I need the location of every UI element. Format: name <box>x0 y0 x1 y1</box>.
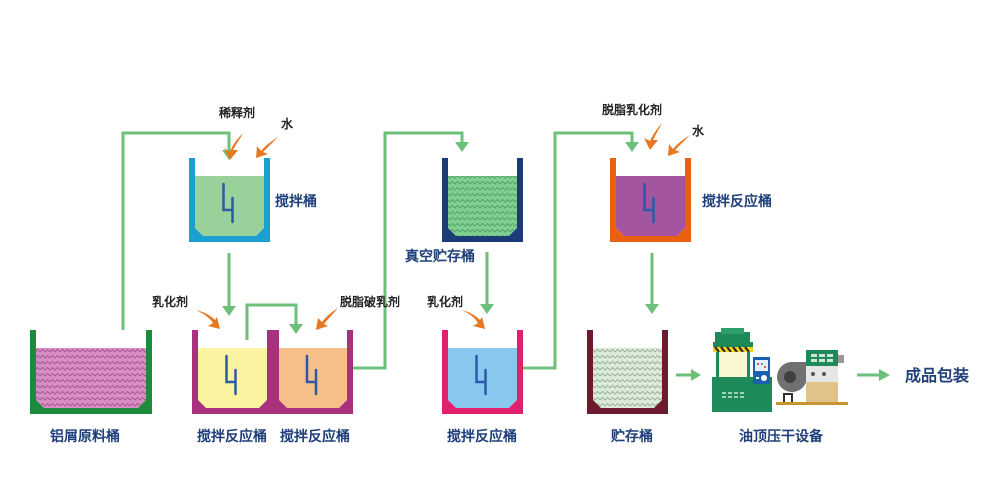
tank-raw <box>30 330 152 414</box>
tank-liquid <box>593 348 662 408</box>
additive-label-degrease-emulsifier: 脱脂乳化剂 <box>602 102 662 117</box>
tank-mix1 <box>189 158 270 242</box>
additive-arrows <box>196 123 690 330</box>
additive-label-water1: 水 <box>281 116 294 131</box>
tank-react3 <box>442 330 523 414</box>
arrowhead <box>879 369 890 381</box>
tank-label-react3: 搅拌反应桶 <box>447 428 517 445</box>
flow-raw-to-mix <box>121 131 231 330</box>
arrowhead <box>691 369 701 381</box>
oil-press-dryer-equipment <box>712 328 848 412</box>
flow-react1-to-react2 <box>245 303 298 340</box>
tank-corner <box>616 228 685 236</box>
stirrer-icon <box>222 182 234 224</box>
arrowhead <box>455 142 469 152</box>
stirrer-icon <box>643 182 655 224</box>
arrowhead <box>222 306 236 316</box>
tank-liquid <box>448 176 517 236</box>
tanks <box>30 158 691 414</box>
tank-vacuum <box>442 158 523 242</box>
additive-arrow-water1 <box>256 137 278 158</box>
stirrer-icon <box>305 354 318 396</box>
tank-liquid <box>616 176 685 236</box>
additive-arrow-demulsifier <box>316 308 338 330</box>
arrowhead <box>625 142 639 152</box>
tank-liquid <box>36 348 146 408</box>
arrowhead <box>480 304 494 314</box>
additive-arrow-emulsifier1 <box>196 310 220 329</box>
tank-label-react2: 搅拌反应桶 <box>280 428 350 445</box>
stirrer-icon <box>475 354 487 396</box>
tank-label-raw: 铝屑原料桶 <box>50 428 120 445</box>
tank-corner <box>448 228 517 236</box>
final-packaging-label: 成品包装 <box>905 366 969 385</box>
dryer-blower-icon <box>776 350 848 405</box>
additive-arrow-emulsifier2 <box>462 310 485 329</box>
tank-label-react1: 搅拌反应桶 <box>197 428 267 445</box>
tank-liquid <box>279 348 347 408</box>
additive-arrow-water2 <box>668 135 690 156</box>
arrowhead <box>289 324 303 334</box>
additive-label-water2: 水 <box>692 123 705 138</box>
additive-label-demulsifier: 脱脂破乳剂 <box>340 294 400 309</box>
tank-corner <box>593 400 662 408</box>
equipment-label: 油顶压干设备 <box>739 428 824 445</box>
tank-liquid <box>198 348 267 408</box>
tank-label-vacuum: 真空贮存桶 <box>405 248 475 265</box>
additive-arrow-degrease-emulsifier <box>644 123 662 150</box>
flow-react2-to-vacuum <box>353 131 464 370</box>
additive-label-emulsifier2: 乳化剂 <box>427 294 463 309</box>
additive-arrow-diluent <box>224 133 243 160</box>
tank-corner <box>198 400 267 408</box>
additive-label-diluent: 稀释剂 <box>219 105 255 120</box>
tank-react2 <box>273 330 353 414</box>
tank-react4 <box>610 158 691 242</box>
arrowhead <box>645 304 659 314</box>
tank-corner <box>195 228 264 236</box>
tank-liquid <box>448 348 517 408</box>
tank-storage <box>587 330 668 414</box>
tank-corner <box>279 400 347 408</box>
hydraulic-press-icon <box>712 328 772 412</box>
tank-label-storage: 贮存桶 <box>610 428 653 445</box>
tank-label-mix: 搅拌桶 <box>275 193 317 210</box>
flow-lines <box>121 131 890 381</box>
tank-label-react4: 搅拌反应桶 <box>702 193 772 210</box>
flow-react3-to-react4 <box>522 131 634 370</box>
tank-react1 <box>192 330 273 414</box>
additive-label-emulsifier1: 乳化剂 <box>152 294 188 309</box>
stirrer-icon <box>225 354 237 396</box>
tank-liquid <box>195 176 264 236</box>
tank-corner <box>448 400 517 408</box>
